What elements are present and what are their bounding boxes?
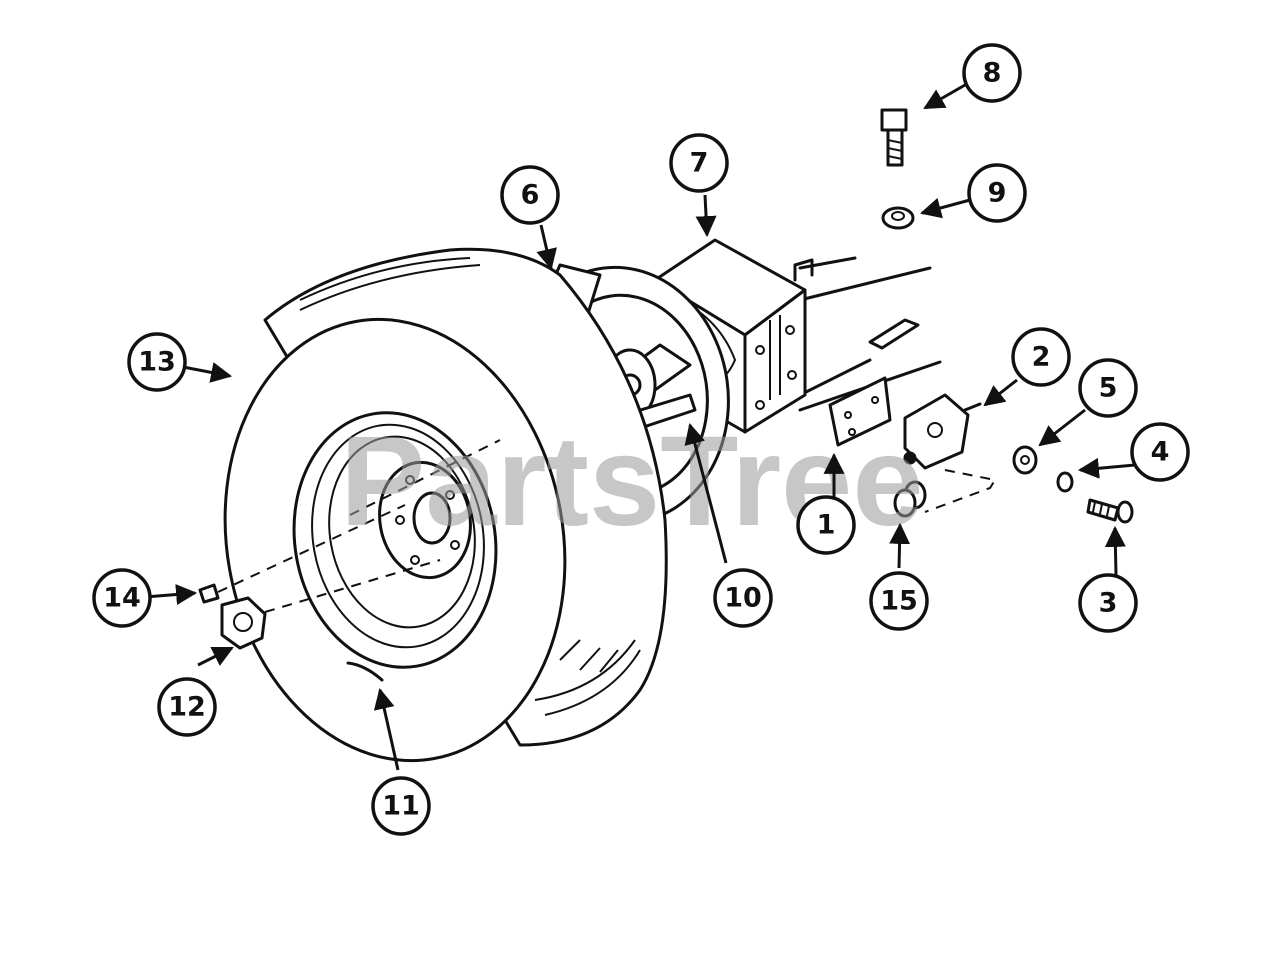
callout-3-label: 3 — [1099, 588, 1118, 619]
callout-15[interactable]: 15 — [869, 571, 929, 631]
callout-7[interactable]: 7 — [669, 133, 729, 193]
assembly-lines — [217, 439, 997, 613]
callout-5-label: 5 — [1099, 373, 1118, 404]
callout-9[interactable]: 9 — [967, 163, 1027, 223]
part-8-bolt[interactable] — [880, 108, 908, 167]
callout-14[interactable]: 14 — [92, 568, 152, 628]
callout-2[interactable]: 2 — [1011, 327, 1071, 387]
part-15-spacer[interactable] — [893, 480, 927, 518]
callout-4-label: 4 — [1151, 437, 1170, 468]
callout-1-label: 1 — [817, 510, 836, 541]
callout-15-label: 15 — [880, 586, 918, 617]
callout-6-label: 6 — [521, 180, 540, 211]
callout-13-label: 13 — [138, 347, 176, 378]
callout-9-label: 9 — [988, 178, 1007, 209]
callout-13[interactable]: 13 — [127, 332, 187, 392]
callout-10[interactable]: 10 — [713, 568, 773, 628]
callout-8-label: 8 — [983, 58, 1002, 89]
part-5-nut[interactable] — [1012, 445, 1038, 475]
callout-11-label: 11 — [382, 791, 420, 822]
callout-12-label: 12 — [168, 692, 206, 723]
callout-7-label: 7 — [690, 148, 709, 179]
callout-10-label: 10 — [724, 583, 762, 614]
callout-14-label: 14 — [103, 583, 141, 614]
callout-8[interactable]: 8 — [962, 43, 1022, 103]
part-3-screw[interactable] — [1086, 498, 1134, 524]
leader-arrows — [144, 83, 1136, 771]
callout-1[interactable]: 1 — [796, 495, 856, 555]
part-9-nut[interactable] — [881, 206, 915, 230]
part-2-bracket[interactable] — [903, 393, 982, 470]
callout-5[interactable]: 5 — [1078, 358, 1138, 418]
callout-12[interactable]: 12 — [157, 677, 217, 737]
callout-11[interactable]: 11 — [371, 776, 431, 836]
callout-4[interactable]: 4 — [1130, 422, 1190, 482]
callout-3[interactable]: 3 — [1078, 573, 1138, 633]
part-13-tire[interactable] — [191, 247, 668, 788]
part-1-mounting-plate[interactable] — [828, 318, 920, 447]
part-11-valve-stem[interactable] — [346, 661, 384, 682]
part-12-lug-nut[interactable] — [220, 596, 267, 650]
part-14-grease-fitting[interactable] — [198, 583, 220, 604]
part-4-lock-washer[interactable] — [1056, 471, 1074, 493]
callout-2-label: 2 — [1032, 342, 1051, 373]
callout-6[interactable]: 6 — [500, 165, 560, 225]
